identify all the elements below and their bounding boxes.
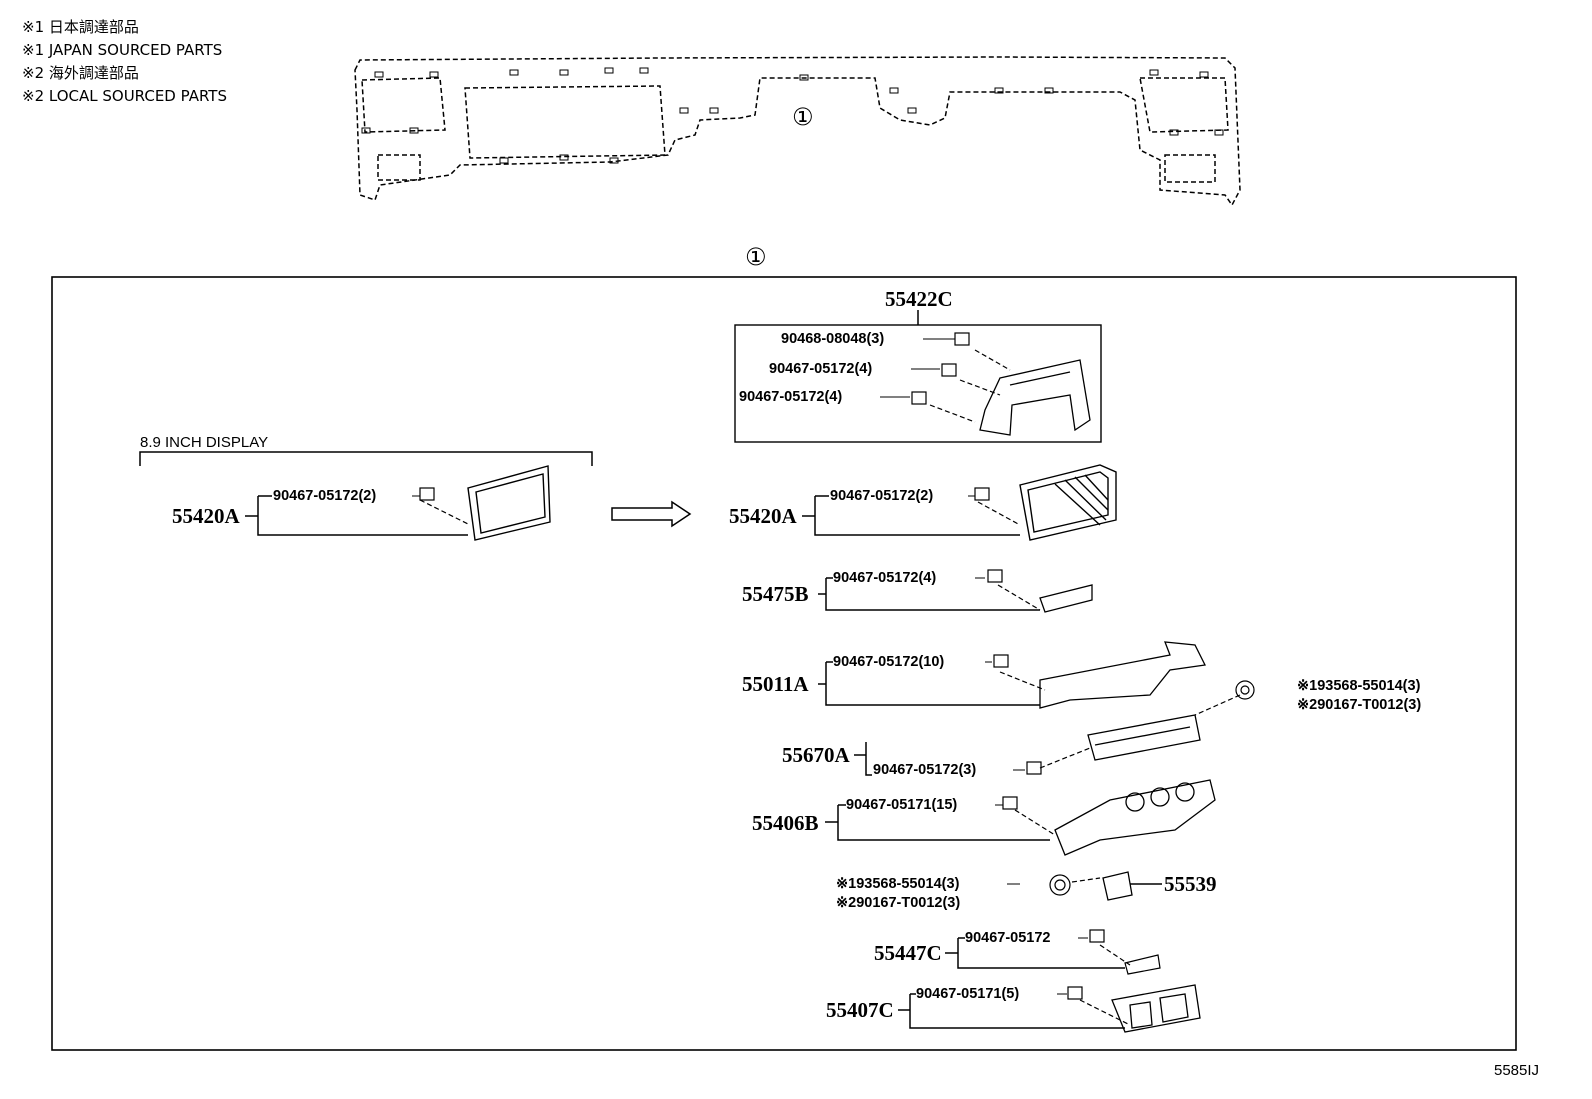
part-290167-T0012-a[interactable]: ※290167-T0012(3) <box>1297 697 1422 713</box>
callout-box: ① <box>745 243 767 271</box>
part-193568-55014-a[interactable]: ※193568-55014(3) <box>1297 678 1421 694</box>
dashboard-clips <box>361 67 1224 164</box>
legend-line-4: ※2 LOCAL SOURCED PARTS <box>22 87 227 105</box>
part-290167-T0012-b[interactable]: ※290167-T0012(3) <box>836 895 961 911</box>
diagram-code: 5585IJ <box>1494 1062 1540 1079</box>
part-90467-05172-a[interactable]: 90467-05172(4) <box>769 361 873 377</box>
display-bracket <box>139 451 593 466</box>
part-90467-05172-55670A[interactable]: 90467-05172(3) <box>873 762 977 778</box>
register-55670A <box>1087 714 1201 761</box>
display-note: 8.9 INCH DISPLAY <box>140 434 269 451</box>
part-55539 <box>1102 871 1133 901</box>
part-90467-05171-5[interactable]: 90467-05171(5) <box>916 986 1020 1002</box>
part-90467-05172-55447C[interactable]: 90467-05172 <box>965 930 1051 946</box>
part-55407C[interactable]: 55407C <box>826 998 894 1022</box>
arrow-icon <box>611 500 692 528</box>
bezel-55447C <box>1124 954 1161 975</box>
part-55422C[interactable]: 55422C <box>885 287 953 311</box>
legend: ※1 日本調達部品 ※1 JAPAN SOURCED PARTS ※2 海外調達… <box>22 16 227 108</box>
display-panel-right <box>1019 464 1117 541</box>
part-90467-05172-left[interactable]: 90467-05172(2) <box>273 488 377 504</box>
part-193568-55014-b[interactable]: ※193568-55014(3) <box>836 876 960 892</box>
panel-55011A <box>1039 641 1206 709</box>
part-55670A[interactable]: 55670A <box>782 743 850 767</box>
pocket-55407C <box>1111 984 1201 1033</box>
part-90467-05172-b[interactable]: 90467-05172(4) <box>739 389 843 405</box>
legend-line-2: ※1 JAPAN SOURCED PARTS <box>22 41 223 59</box>
display-panel-left <box>467 465 551 541</box>
part-55447C[interactable]: 55447C <box>874 941 942 965</box>
part-90467-05172-55011A[interactable]: 90467-05172(10) <box>833 654 945 670</box>
part-90468-08048[interactable]: 90468-08048(3) <box>781 331 885 347</box>
clip-icons <box>419 332 1105 1000</box>
part-55539[interactable]: 55539 <box>1164 872 1217 896</box>
part-55420A-right[interactable]: 55420A <box>729 504 797 528</box>
bracket-55422C <box>979 359 1091 436</box>
part-55420A-left[interactable]: 55420A <box>172 504 240 528</box>
callout-top: ① <box>792 103 814 131</box>
part-90467-05172-right[interactable]: 90467-05172(2) <box>830 488 934 504</box>
part-55011A[interactable]: 55011A <box>742 672 809 696</box>
exploded-view-frame <box>51 276 1517 1051</box>
part-90467-05171-15[interactable]: 90467-05171(15) <box>846 797 958 813</box>
legend-line-3: ※2 海外調達部品 <box>22 64 139 82</box>
screw-icons <box>1049 680 1255 896</box>
dashboard-overview-illustration <box>354 56 1241 207</box>
legend-line-1: ※1 日本調達部品 <box>22 18 139 36</box>
garnish-55475B <box>1039 584 1093 613</box>
part-90467-05172-55475B[interactable]: 90467-05172(4) <box>833 570 937 586</box>
cluster-55406B <box>1054 779 1216 856</box>
part-55406B[interactable]: 55406B <box>752 811 819 835</box>
part-55475B[interactable]: 55475B <box>742 582 809 606</box>
